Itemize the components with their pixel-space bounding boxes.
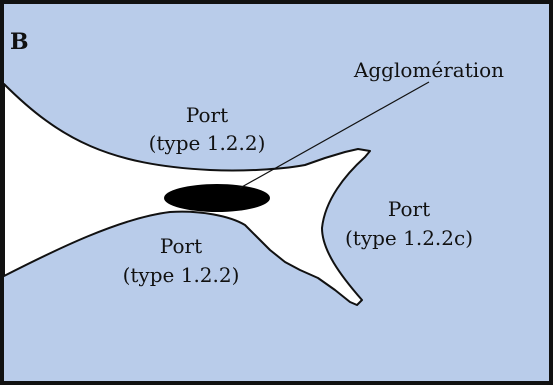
leader-line (239, 81, 430, 189)
port-right-label-line1: Port (388, 197, 430, 221)
port-upper-label-line1: Port (186, 103, 228, 127)
port-lower-label-line2: (type 1.2.2) (123, 263, 240, 287)
settlement-ellipse (164, 184, 270, 212)
port-right-label-line2: (type 1.2.2c) (345, 226, 473, 250)
agglomeration-label: Agglomération (353, 58, 504, 82)
port-lower-label-line1: Port (160, 234, 202, 258)
port-upper-label-line2: (type 1.2.2) (149, 131, 266, 155)
panel-letter: B (10, 29, 29, 55)
